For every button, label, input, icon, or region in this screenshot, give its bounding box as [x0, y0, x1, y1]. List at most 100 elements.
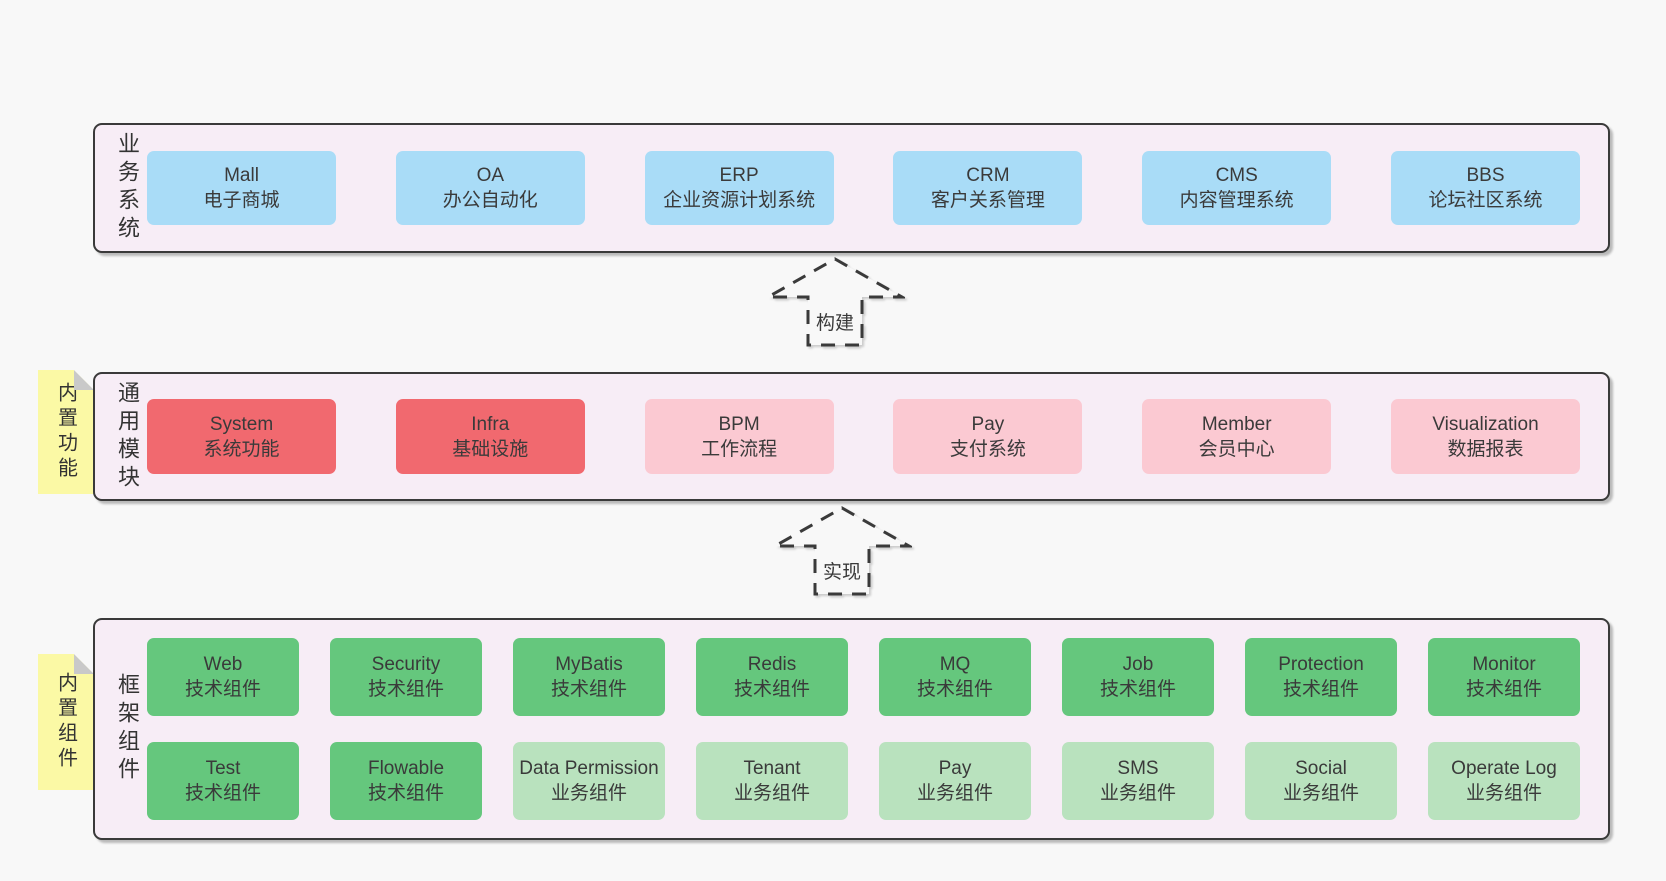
box-infra: Infra 基础设施 [395, 399, 585, 474]
arrow-implement: 实现 [772, 505, 912, 597]
box-title: MyBatis [555, 654, 623, 675]
box-subtitle: 技术组件 [916, 679, 993, 700]
box-title: Pay [971, 413, 1005, 435]
section-label-column: 通用模块 [107, 374, 147, 499]
box-subtitle: 办公自动化 [442, 190, 538, 211]
box-subtitle: 数据报表 [1447, 438, 1524, 460]
box-subtitle: 技术组件 [1282, 679, 1359, 700]
section-common-modules: 通用模块 System 系统功能 Infra 基础设施 BPM 工作流程 Pay… [93, 372, 1610, 501]
box-job: Job 技术组件 [1062, 638, 1214, 716]
box-monitor: Monitor 技术组件 [1428, 638, 1580, 716]
box-title: Visualization [1432, 413, 1539, 435]
box-title: ERP [719, 165, 759, 186]
box-tenant: Tenant 业务组件 [696, 742, 848, 820]
box-subtitle: 技术组件 [550, 679, 627, 700]
box-title: Mall [224, 165, 259, 186]
box-pay-component: Pay 业务组件 [879, 742, 1031, 820]
box-bbs: BBS 论坛社区系统 [1390, 151, 1580, 225]
section-content: Mall 电子商城 OA 办公自动化 ERP 企业资源计划系统 CRM 客户关系… [147, 151, 1580, 225]
box-web: Web 技术组件 [147, 638, 299, 716]
section-label-column: 框架组件 [107, 620, 147, 838]
box-subtitle: 论坛社区系统 [1428, 190, 1543, 211]
note-fold-corner [74, 370, 94, 390]
box-title: BBS [1466, 165, 1505, 186]
box-mall: Mall 电子商城 [147, 151, 336, 225]
section-business-systems: 业务系统 Mall 电子商城 OA 办公自动化 ERP 企业资源计划系统 CRM… [93, 123, 1610, 253]
box-title: Flowable [367, 758, 445, 779]
box-subtitle: 技术组件 [184, 783, 261, 804]
box-member: Member 会员中心 [1142, 399, 1332, 474]
box-subtitle: 技术组件 [184, 679, 261, 700]
sticky-note-built-in-features: 内置功能 [38, 370, 94, 494]
sticky-note-built-in-components: 内置组件 [38, 654, 94, 790]
box-subtitle: 会员中心 [1198, 438, 1275, 460]
box-title: Web [203, 654, 243, 675]
framework-row-2: Test 技术组件 Flowable 技术组件 Data Permission … [147, 742, 1580, 820]
box-subtitle: 客户关系管理 [930, 190, 1045, 211]
arrow-build: 构建 [765, 256, 905, 348]
box-title: CMS [1215, 165, 1258, 186]
box-security: Security 技术组件 [330, 638, 482, 716]
box-title: MQ [939, 654, 971, 675]
box-subtitle: 技术组件 [1099, 679, 1176, 700]
box-subtitle: 工作流程 [701, 438, 778, 460]
box-subtitle: 业务组件 [550, 783, 627, 804]
box-system: System 系统功能 [147, 399, 336, 474]
box-protection: Protection 技术组件 [1245, 638, 1397, 716]
note-label: 内置功能 [54, 382, 77, 482]
box-title: System [209, 413, 274, 435]
box-test: Test 技术组件 [147, 742, 299, 820]
box-mq: MQ 技术组件 [879, 638, 1031, 716]
box-flowable: Flowable 技术组件 [330, 742, 482, 820]
box-subtitle: 业务组件 [733, 783, 810, 804]
box-title: Protection [1278, 654, 1364, 675]
section-label-column: 业务系统 [107, 125, 147, 251]
box-subtitle: 技术组件 [367, 783, 444, 804]
box-redis: Redis 技术组件 [696, 638, 848, 716]
section-framework-components: 框架组件 Web 技术组件 Security 技术组件 MyBatis 技术组件… [93, 618, 1610, 840]
box-bpm: BPM 工作流程 [644, 399, 834, 474]
box-social: Social 业务组件 [1245, 742, 1397, 820]
box-subtitle: 基础设施 [452, 438, 529, 460]
box-title: SMS [1117, 758, 1159, 779]
box-subtitle: 内容管理系统 [1179, 190, 1294, 211]
box-title: CRM [966, 165, 1010, 186]
box-title: Redis [747, 654, 797, 675]
box-subtitle: 支付系统 [949, 438, 1026, 460]
box-subtitle: 技术组件 [367, 679, 444, 700]
arrow-label: 实现 [818, 557, 866, 584]
box-subtitle: 系统功能 [203, 438, 280, 460]
box-subtitle: 业务组件 [1282, 783, 1359, 804]
framework-row-1: Web 技术组件 Security 技术组件 MyBatis 技术组件 Redi… [147, 638, 1580, 716]
box-title: BPM [718, 413, 760, 435]
box-sms: SMS 业务组件 [1062, 742, 1214, 820]
section-content: System 系统功能 Infra 基础设施 BPM 工作流程 Pay 支付系统… [147, 399, 1580, 474]
box-subtitle: 业务组件 [1465, 783, 1542, 804]
box-title: OA [476, 165, 505, 186]
arrow-label: 构建 [811, 308, 859, 335]
box-mybatis: MyBatis 技术组件 [513, 638, 665, 716]
box-operate-log: Operate Log 业务组件 [1428, 742, 1580, 820]
section-title: 框架组件 [115, 673, 140, 785]
dashed-up-arrow-icon [765, 257, 905, 347]
box-title: Job [1122, 654, 1154, 675]
box-subtitle: 企业资源计划系统 [663, 190, 816, 211]
box-title: Infra [471, 413, 510, 435]
note-fold-corner [74, 654, 94, 674]
box-cms: CMS 内容管理系统 [1142, 151, 1332, 225]
box-subtitle: 业务组件 [1099, 783, 1176, 804]
box-subtitle: 业务组件 [916, 783, 993, 804]
box-title: Security [371, 654, 441, 675]
box-title: Monitor [1472, 654, 1536, 675]
box-title: Test [205, 758, 241, 779]
box-pay-module: Pay 支付系统 [893, 399, 1083, 474]
box-subtitle: 技术组件 [1465, 679, 1542, 700]
section-content: Web 技术组件 Security 技术组件 MyBatis 技术组件 Redi… [147, 638, 1580, 820]
box-erp: ERP 企业资源计划系统 [644, 151, 834, 225]
dashed-up-arrow-icon [772, 506, 912, 596]
section-title: 通用模块 [115, 380, 140, 493]
note-label: 内置组件 [54, 672, 77, 772]
box-title: Data Permission [519, 758, 659, 779]
box-oa: OA 办公自动化 [395, 151, 585, 225]
box-title: Social [1295, 758, 1347, 779]
